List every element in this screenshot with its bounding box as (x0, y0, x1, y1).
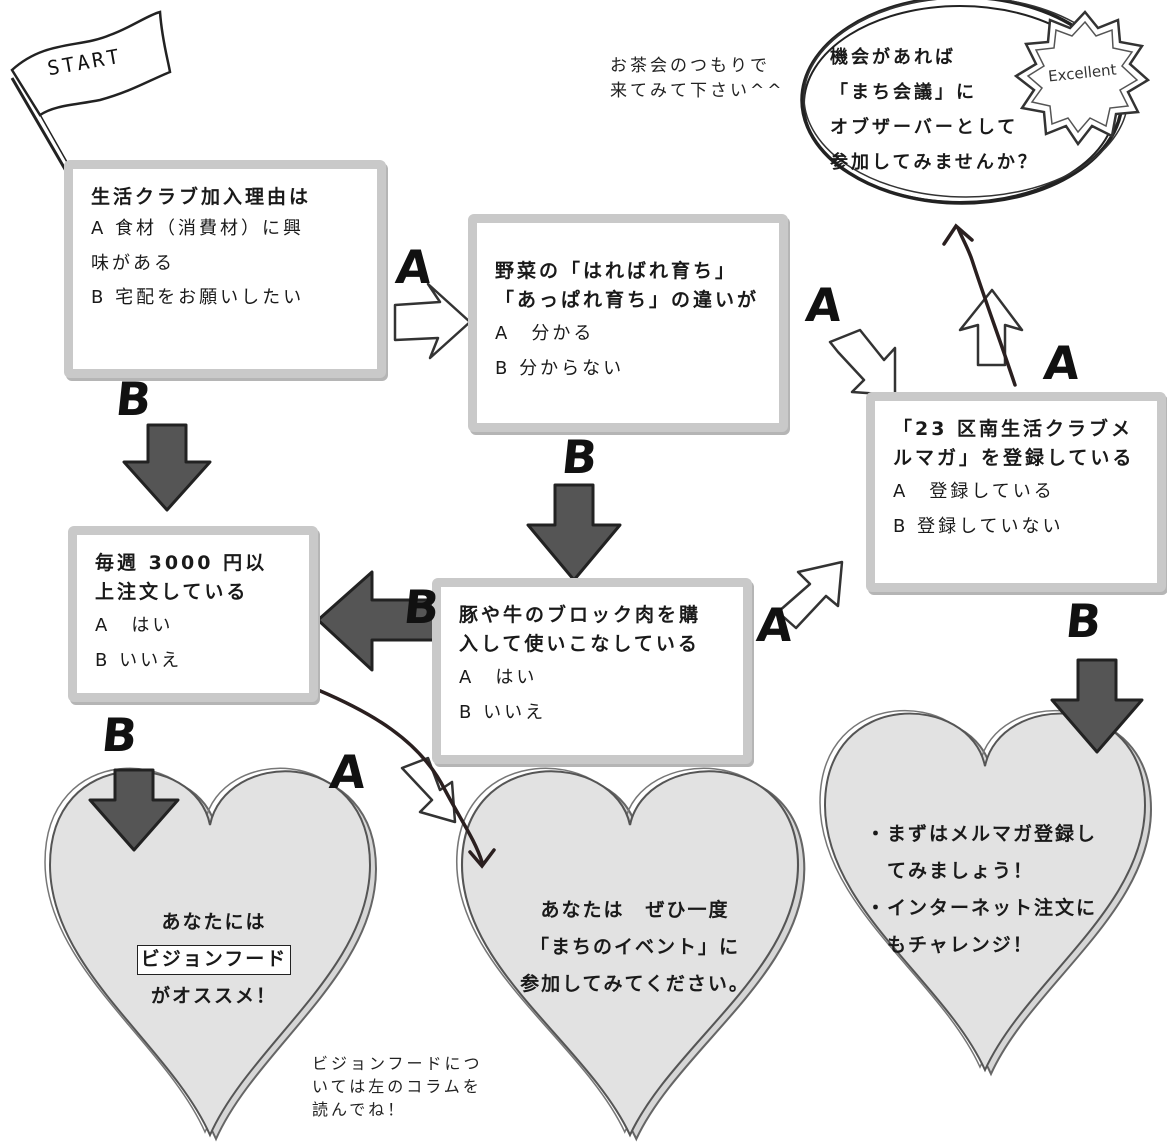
result-vision-food: あなたには ビジョンフード がオススメ！ (130, 904, 298, 1015)
arrow-down-icon (88, 768, 180, 852)
vision-food-highlight: ビジョンフード (136, 945, 292, 975)
result-town-event: あなたは ぜひ一度 「まちのイベント」に 参加してみてください。 (505, 892, 765, 1003)
question-text: 入して使いこなしている (459, 633, 700, 656)
branch-letter-a: A (1041, 336, 1083, 390)
question-box-join-reason: 生活クラブ加入理由は A 食材（消費材）に興 味がある B 宅配をお願いしたい (64, 160, 386, 378)
arrow-down-icon (1050, 658, 1144, 754)
result-line: 「まちのイベント」に (529, 936, 740, 959)
question-text: 「23 区南生活クラブメ (893, 418, 1134, 440)
question-box-block-meat: 豚や牛のブロック肉を購 入して使いこなしている A はい B いいえ (432, 578, 752, 764)
option-a-text: A はい (95, 614, 174, 636)
branch-letter-b: B (559, 430, 600, 484)
question-box-weekly-order: 毎週 3000 円以 上注文している A はい B いいえ (68, 526, 318, 702)
question-text: 上注文している (95, 581, 249, 604)
option-b-text: B いいえ (459, 701, 547, 723)
option-b-text: B 分からない (495, 357, 625, 379)
result-line: あなたは ぜひ一度 (540, 899, 730, 921)
result-line: 参加してみてください。 (520, 973, 750, 996)
goal-line: 機会があれば (830, 47, 956, 68)
side-note-line: 来てみて下さい^^ (610, 80, 785, 101)
footnote-line: 読んでね！ (312, 1100, 407, 1120)
option-a-text: A はい (459, 666, 538, 688)
question-text: 豚や牛のブロック肉を購 (459, 604, 702, 626)
question-box-mailmag: 「23 区南生活クラブメ ルマガ」を登録している A 登録している B 登録して… (866, 392, 1166, 592)
branch-letter-b: B (1063, 594, 1104, 648)
result-mailmag: ・まずはメルマガ登録し てみましょう！ ・インターネット注文に もチャレンジ！ (866, 816, 1106, 964)
question-box-vegetables: 野菜の「はればれ育ち」 「あっぱれ育ち」の違いが A 分かる B 分からない (468, 214, 788, 432)
result-line: がオススメ！ (150, 985, 277, 1008)
option-a-text: A 分かる (495, 322, 595, 344)
footnote-line: ビジョンフードにつ (312, 1054, 483, 1073)
result-line: てみましょう！ (866, 860, 1035, 883)
goal-line: オブザーバーとして (830, 117, 1019, 139)
branch-letter-b: B (99, 708, 140, 762)
footnote-line: いては左のコラムを (312, 1077, 482, 1097)
result-line: あなたには (161, 911, 267, 933)
result-line: ・インターネット注文に (866, 897, 1098, 920)
option-a-text: A 登録している (893, 480, 1055, 502)
connector-line-icon (316, 223, 1017, 869)
branch-letter-b: B (113, 372, 154, 426)
question-text: 「あっぱれ育ち」の違いが (495, 289, 760, 312)
branch-letter-a: A (803, 278, 845, 332)
arrow-right-outline-icon (393, 282, 472, 360)
arrow-up-right-outline-icon (776, 560, 844, 630)
arrow-down-icon (122, 423, 212, 512)
option-b-text: B 登録していない (893, 515, 1064, 537)
goal-line: 「まち会議」に (830, 82, 977, 104)
question-text: 毎週 3000 円以 (95, 552, 268, 574)
branch-letter-a: A (393, 240, 435, 294)
arrow-down-right-outline-icon (828, 328, 897, 397)
arrow-up-outline-icon (958, 288, 1024, 367)
arrow-down-right-outline-icon (400, 756, 457, 824)
branch-letter-a: A (327, 745, 369, 799)
goal-text: 機会があれば 「まち会議」に オブザーバーとして 参加してみませんか？ (830, 40, 1039, 180)
option-text: 味がある (91, 252, 175, 274)
footnote: ビジョンフードにつ いては左のコラムを 読んでね！ (312, 1052, 483, 1122)
result-line: もチャレンジ！ (866, 934, 1034, 957)
option-b-text: B いいえ (95, 649, 183, 671)
question-text: 生活クラブ加入理由は (91, 186, 312, 208)
arrow-left-icon (316, 570, 442, 672)
branch-letter-a: A (754, 598, 796, 652)
goal-line: 参加してみませんか？ (830, 152, 1039, 174)
arrow-down-icon (526, 483, 622, 582)
option-text: A 食材（消費材）に興 (91, 218, 305, 240)
excellent-badge-icon (1013, 10, 1151, 147)
side-note-line: お茶会のつもりで (610, 56, 770, 76)
question-text: 野菜の「はればれ育ち」 (495, 260, 738, 282)
option-text: B 宅配をお願いしたい (91, 286, 305, 308)
side-note: お茶会のつもりで 来てみて下さい^^ (610, 54, 785, 103)
branch-letter-b: B (401, 580, 442, 634)
result-line: ・まずはメルマガ登録し (866, 823, 1098, 845)
question-text: ルマガ」を登録している (893, 447, 1135, 470)
